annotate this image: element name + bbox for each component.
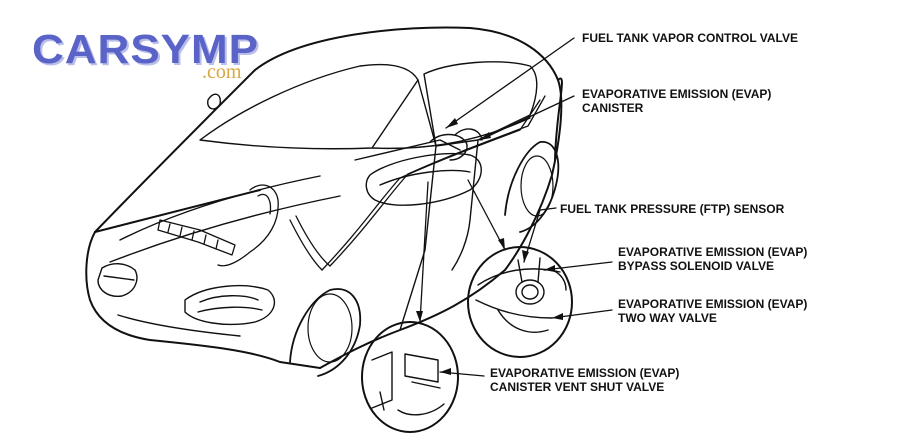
fuel-lines: [289, 95, 546, 271]
engine-manifold: [157, 184, 279, 267]
leader-to-vent-inset: [419, 181, 429, 323]
carsymp-logo-domain: .com: [202, 61, 242, 83]
carsymp-logo-text: CARSYMP: [32, 27, 260, 73]
label-line: CANISTER VENT SHUT VALVE: [490, 380, 665, 394]
front-wheel: [289, 288, 362, 377]
leader-lines: [419, 37, 613, 377]
label-line: FUEL TANK VAPOR CONTROL VALVE: [582, 31, 799, 45]
label-evap-canister-vent-shut-valve: EVAPORATIVE EMISSION (EVAP) CANISTER VEN…: [490, 366, 679, 394]
label-evap-bypass-solenoid-valve: EVAPORATIVE EMISSION (EVAP) BYPASS SOLEN…: [618, 245, 807, 273]
label-line: EVAPORATIVE EMISSION (EVAP): [490, 366, 680, 380]
leader-evap-canister: [479, 95, 575, 141]
label-evap-two-way-valve: EVAPORATIVE EMISSION (EVAP) TWO WAY VALV…: [618, 297, 807, 325]
leader-ftp-sensor: [523, 207, 557, 263]
fuel-tank: [354, 128, 483, 206]
inset-valves-detail: [467, 246, 573, 358]
leader-bypass-solenoid: [543, 261, 613, 271]
label-line: FUEL TANK PRESSURE (FTP) SENSOR: [560, 202, 785, 216]
label-line: EVAPORATIVE EMISSION (EVAP): [618, 297, 808, 311]
label-line: BYPASS SOLENOID VALVE: [618, 259, 775, 273]
label-line: CANISTER: [582, 101, 644, 115]
inset-vent-valve-detail: [361, 321, 459, 433]
leader-arrowheads: [416, 118, 563, 375]
leader-vapor-control-valve: [445, 37, 575, 129]
rear-wheel: [504, 141, 560, 233]
label-line: TWO WAY VALVE: [618, 311, 717, 325]
label-ftp-sensor: FUEL TANK PRESSURE (FTP) SENSOR: [560, 202, 784, 216]
label-evap-canister: EVAPORATIVE EMISSION (EVAP) CANISTER: [582, 87, 771, 115]
leader-to-valve-inset: [467, 179, 506, 251]
car-details: [97, 61, 538, 337]
label-fuel-tank-vapor-control-valve: FUEL TANK VAPOR CONTROL VALVE: [582, 31, 798, 45]
label-line: EVAPORATIVE EMISSION (EVAP): [582, 87, 772, 101]
label-line: EVAPORATIVE EMISSION (EVAP): [618, 245, 808, 259]
car-body: [85, 26, 563, 369]
